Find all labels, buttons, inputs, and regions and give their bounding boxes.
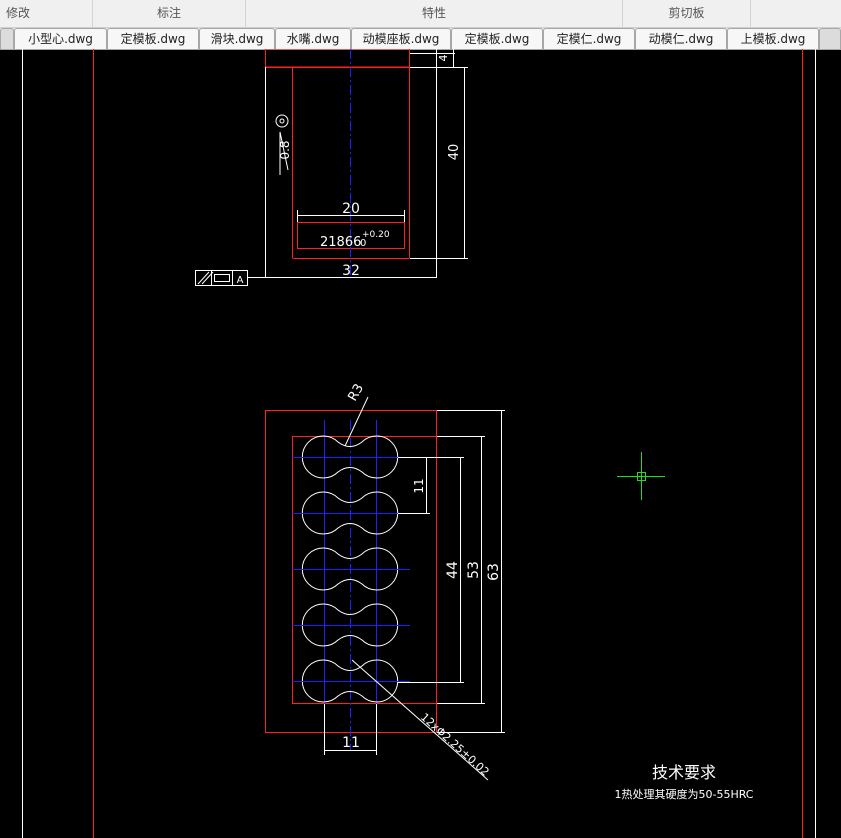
tab-overflow-right[interactable] <box>819 28 841 49</box>
slot-outline <box>301 547 399 591</box>
tab-document-7[interactable]: 定模仁.dwg <box>543 28 635 49</box>
ribbon-bar: 修改 标注 特性 剪切板 <box>0 0 841 28</box>
dim-label-4: 4 <box>437 55 450 62</box>
radius-label: R3 <box>345 382 367 404</box>
slot-outline <box>301 435 399 479</box>
tab-document-2[interactable]: 定模板.dwg <box>107 28 199 49</box>
tab-overflow[interactable] <box>0 28 14 49</box>
ribbon-panel-properties[interactable]: 特性 <box>246 0 623 27</box>
drawing-canvas[interactable]: 40 4 20 32 21866 0 +0.20 0.8 A <box>0 49 841 838</box>
dim-label-bottom-11: 11 <box>342 735 360 751</box>
section-view <box>195 49 468 286</box>
hole-callout: 12xΦ2.25±0.02 <box>418 711 492 779</box>
section-view-labels: 40 4 20 32 21866 0 +0.20 0.8 A <box>237 55 462 287</box>
tech-requirements-title: 技术要求 <box>652 763 716 782</box>
dim-label-hole-sub: 0 <box>360 238 366 249</box>
tab-document-5[interactable]: 动模座板.dwg <box>351 28 451 49</box>
tab-document-6[interactable]: 定模板.dwg <box>451 28 543 49</box>
slot-outline <box>301 491 399 535</box>
dim-label-pitch-11: 11 <box>412 478 426 493</box>
tech-requirements-note: 1热处理其硬度为50-55HRC <box>614 787 753 801</box>
plan-view <box>265 396 505 781</box>
tab-document-1[interactable]: 小型心.dwg <box>14 28 107 49</box>
datum-label: A <box>237 275 244 286</box>
dim-label-hole: 21866 <box>320 235 361 250</box>
plan-view-labels: 63 53 44 11 11 R3 12xΦ2.25±0.02 <box>342 382 502 779</box>
drawing-frame <box>22 49 816 838</box>
dim-label-40: 40 <box>447 144 462 161</box>
tab-document-8[interactable]: 动模仁.dwg <box>635 28 727 49</box>
tab-document-3[interactable]: 滑块.dwg <box>199 28 275 49</box>
crosshair-cursor <box>617 452 665 500</box>
dim-label-44: 44 <box>445 561 461 579</box>
dim-label-63: 63 <box>486 563 502 581</box>
dim-label-53: 53 <box>466 561 482 579</box>
tab-document-9[interactable]: 上模板.dwg <box>727 28 819 49</box>
dim-label-20: 20 <box>342 201 360 217</box>
ribbon-panel-modify[interactable]: 修改 <box>0 0 93 27</box>
dim-label-32: 32 <box>342 263 360 279</box>
document-tab-bar: 小型心.dwg 定模板.dwg 滑块.dwg 水嘴.dwg 动模座板.dwg 定… <box>0 28 841 50</box>
tab-document-4[interactable]: 水嘴.dwg <box>275 28 351 49</box>
slot-outline <box>301 603 399 647</box>
dim-label-tolerance: +0.20 <box>362 230 390 240</box>
ribbon-panel-annotate[interactable]: 标注 <box>93 0 246 27</box>
slot-outline <box>301 659 399 703</box>
roughness-label: 0.8 <box>278 140 292 159</box>
ribbon-panel-clipboard[interactable]: 剪切板 <box>623 0 751 27</box>
ribbon-panel-empty <box>751 0 841 27</box>
